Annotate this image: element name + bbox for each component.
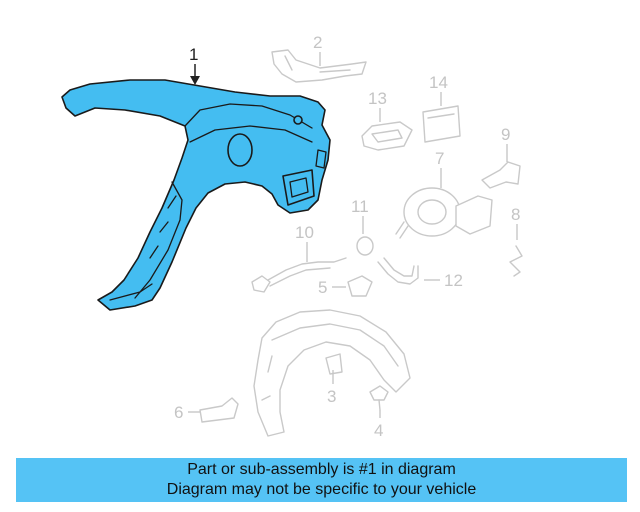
banner-line-1: Part or sub-assembly is #1 in diagram bbox=[187, 461, 456, 478]
bracket-part-9[interactable] bbox=[481, 161, 521, 189]
hose-part-12[interactable] bbox=[377, 257, 419, 285]
callout-4: 4 bbox=[374, 421, 383, 440]
callout-12: 12 bbox=[444, 271, 463, 290]
callout-7: 7 bbox=[435, 149, 444, 168]
grommet-part-13[interactable] bbox=[361, 121, 413, 151]
fuel-door-part-7[interactable] bbox=[395, 187, 493, 239]
callout-10: 10 bbox=[295, 223, 314, 242]
callout-8: 8 bbox=[511, 205, 520, 224]
banner-line-2: Diagram may not be specific to your vehi… bbox=[166, 481, 477, 498]
callout-3: 3 bbox=[327, 387, 336, 406]
callout-9: 9 bbox=[501, 125, 510, 144]
callout-5: 5 bbox=[318, 278, 327, 297]
pin-part-4[interactable] bbox=[369, 385, 389, 411]
parts-diagram: 1 2 13 14 9 7 8 10 bbox=[61, 33, 523, 440]
ring-part-11[interactable] bbox=[356, 236, 374, 256]
callout-1: 1 bbox=[189, 45, 198, 64]
clip-part-5[interactable] bbox=[347, 275, 373, 297]
spring-part-8[interactable] bbox=[509, 245, 523, 277]
callout-11: 11 bbox=[351, 197, 369, 216]
callout-6: 6 bbox=[174, 403, 183, 422]
quarter-panel-part-1[interactable] bbox=[61, 79, 331, 311]
pad-part-14[interactable] bbox=[422, 105, 461, 143]
bracket-part-6[interactable] bbox=[199, 397, 239, 423]
callout-14: 14 bbox=[429, 73, 448, 92]
info-banner: Part or sub-assembly is #1 in diagram Di… bbox=[16, 458, 627, 502]
liner-part-3[interactable] bbox=[253, 309, 411, 437]
cable-part-10[interactable] bbox=[251, 257, 347, 293]
bracket-part-2[interactable] bbox=[271, 49, 367, 83]
callout-2: 2 bbox=[313, 33, 322, 52]
callout-13: 13 bbox=[368, 89, 387, 108]
